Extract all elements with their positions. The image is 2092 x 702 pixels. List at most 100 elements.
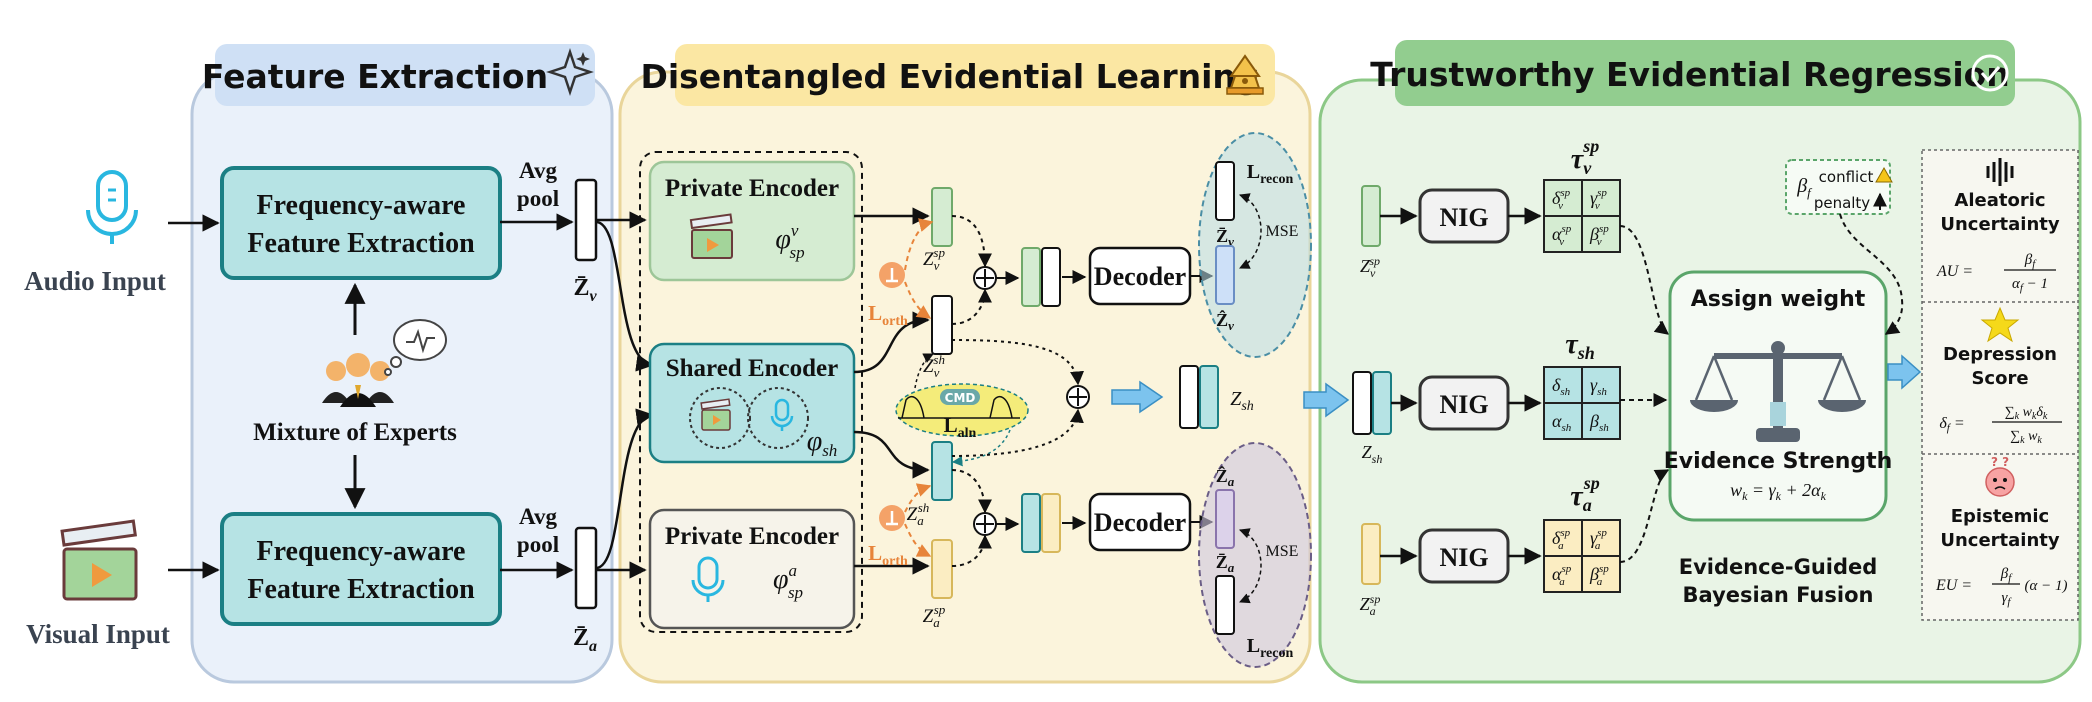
aln-curve-right [989, 395, 1013, 419]
orth-bottom-label: Lorth [868, 541, 908, 569]
aln-curve-left [901, 395, 925, 419]
tau-bottom-sym: τ [1570, 481, 1584, 512]
z-v-sh-label: Zvsh [923, 352, 945, 380]
tau-top-sym: τ [1571, 144, 1585, 175]
confused-face-icon: ? ? [1985, 455, 2015, 497]
fe-bottom-line1: Frequency-aware [257, 536, 466, 567]
zv-bar-vector [574, 178, 598, 262]
param-sub: v [1558, 200, 1563, 212]
mse-top-label: MSE [1266, 223, 1299, 240]
z-v-sh-sub: v [934, 365, 940, 380]
param-sub: v [1595, 200, 1600, 212]
param-sub: v [1597, 236, 1602, 248]
cmd-badge [940, 389, 980, 405]
zv-bar-sym: Z̄ [573, 275, 589, 301]
param-sup: sh [1561, 422, 1571, 434]
orth-bottom-sub: orth [882, 554, 908, 569]
recon-top-sub: recon [1260, 172, 1293, 187]
tau-bottom-sub: a [1583, 495, 1592, 515]
z-a-sp-vector [931, 539, 953, 599]
shared-mic-icon [770, 398, 794, 431]
recon-zv-bar [1215, 161, 1235, 221]
param-sup: sp [1560, 527, 1570, 539]
experts-group-icon [322, 353, 394, 407]
conflict-penalty-box [1785, 159, 1891, 215]
z-a-sh-sup: sh [918, 500, 930, 515]
aln-label: Laln [944, 413, 977, 441]
weight-formula-lhs: w [1730, 480, 1742, 500]
orth-top-arc-1 [904, 218, 934, 271]
feature-extraction-title: Feature Extraction [202, 57, 548, 96]
param-sub: a [1559, 576, 1565, 588]
recon-zv-hat [1215, 245, 1235, 305]
recon-zv-bar-sub: v [1228, 234, 1234, 249]
epistemic-line1: Epistemic [1951, 506, 2049, 527]
beta-f-sym: β [1796, 175, 1807, 197]
z-sh-sym: Z [1230, 388, 1242, 410]
recon-za-hat-sub: a [1228, 474, 1235, 489]
sparkle-icon [546, 48, 594, 96]
reg-in-mid-sym: Z [1362, 442, 1373, 462]
beta-f-sub: f [1807, 185, 1813, 200]
concat-bottom-teal [1021, 493, 1041, 553]
z-sh-sub: sh [1241, 399, 1253, 414]
phi-a-sp-sup: a [788, 561, 797, 580]
phi-sh-sub: sh [822, 441, 837, 460]
zvsh-to-plus-mid [951, 339, 1084, 386]
param-cell-bg [1581, 519, 1621, 557]
shared-to-zvsh [853, 311, 930, 374]
z-v-sh-vector [931, 295, 953, 355]
reg-in-bottom [1361, 523, 1381, 585]
zv-bar-label: Z̄v [573, 275, 597, 305]
param-sub: v [1559, 236, 1564, 248]
zvsh-to-plus-top [951, 288, 992, 325]
microphone-icon [86, 170, 138, 244]
shared-audio-circle [747, 387, 809, 449]
param-sup: sp [1599, 223, 1609, 235]
shared-to-zash [853, 430, 930, 479]
audio-input-label: Audio Input [24, 266, 166, 296]
z-v-sp-label: Zvsp [923, 245, 945, 273]
z-a-sp-sym: Z [923, 606, 934, 627]
zv-bar-sub: v [589, 288, 597, 305]
assign-weight-label: Assign weight [1691, 287, 1866, 312]
private-encoder-bottom-label: Private Encoder [665, 523, 839, 550]
param-symbol: δ [1552, 375, 1561, 395]
tau-mid-sub: sh [1577, 343, 1595, 363]
param-symbol: β [1589, 564, 1599, 584]
param-sup: sp [1597, 527, 1607, 539]
param-cell-bg [1581, 402, 1621, 440]
za-bar-sub: a [589, 638, 597, 655]
phi-a-sp-sym: φ [773, 564, 789, 595]
weight-formula-rhs-sub: k [1776, 489, 1782, 503]
z-sh-label: Zsh [1230, 388, 1254, 414]
depression-line1: Depression [1943, 344, 2057, 365]
warning-icon [1875, 166, 1893, 183]
reg-in-top-label: Zvsp [1360, 254, 1380, 280]
epistemic-line2: Uncertainty [1940, 530, 2060, 551]
z-a-sh-sym: Z [907, 504, 918, 525]
param-cell-bg [1581, 215, 1621, 253]
block-arrow-to-regression [1303, 382, 1350, 418]
orth-top-arc-2 [904, 281, 932, 319]
z-v-sp-sub: v [934, 258, 940, 273]
z-v-sp-sym: Z [923, 249, 934, 270]
outputs-frame [1921, 149, 2079, 621]
avg-pool-top-1: Avg [519, 158, 557, 183]
weight-formula-rhs2: + 2α [1781, 480, 1821, 500]
phi-sh: φsh [807, 426, 838, 460]
reg-in-bottom-sub: a [1370, 604, 1376, 618]
penalty-to-fusion [1839, 213, 1904, 335]
disentangled-title: Disentangled Evidential Learning [640, 57, 1259, 96]
score-formula-sym: δ [1939, 415, 1947, 432]
concat-top-white [1041, 247, 1061, 307]
recon-za-bar-label: Z̄a [1216, 552, 1235, 575]
param-symbol: α [1552, 224, 1562, 244]
fe-top-line1: Frequency-aware [257, 190, 466, 221]
orth-loss-icon-top [879, 262, 905, 288]
weight-formula: wk = γk + 2αk [1730, 480, 1827, 503]
param-cell-label: βsh [1589, 411, 1609, 434]
param-sup: sp [1599, 563, 1609, 575]
za-bar-label: Z̄a [573, 625, 597, 655]
